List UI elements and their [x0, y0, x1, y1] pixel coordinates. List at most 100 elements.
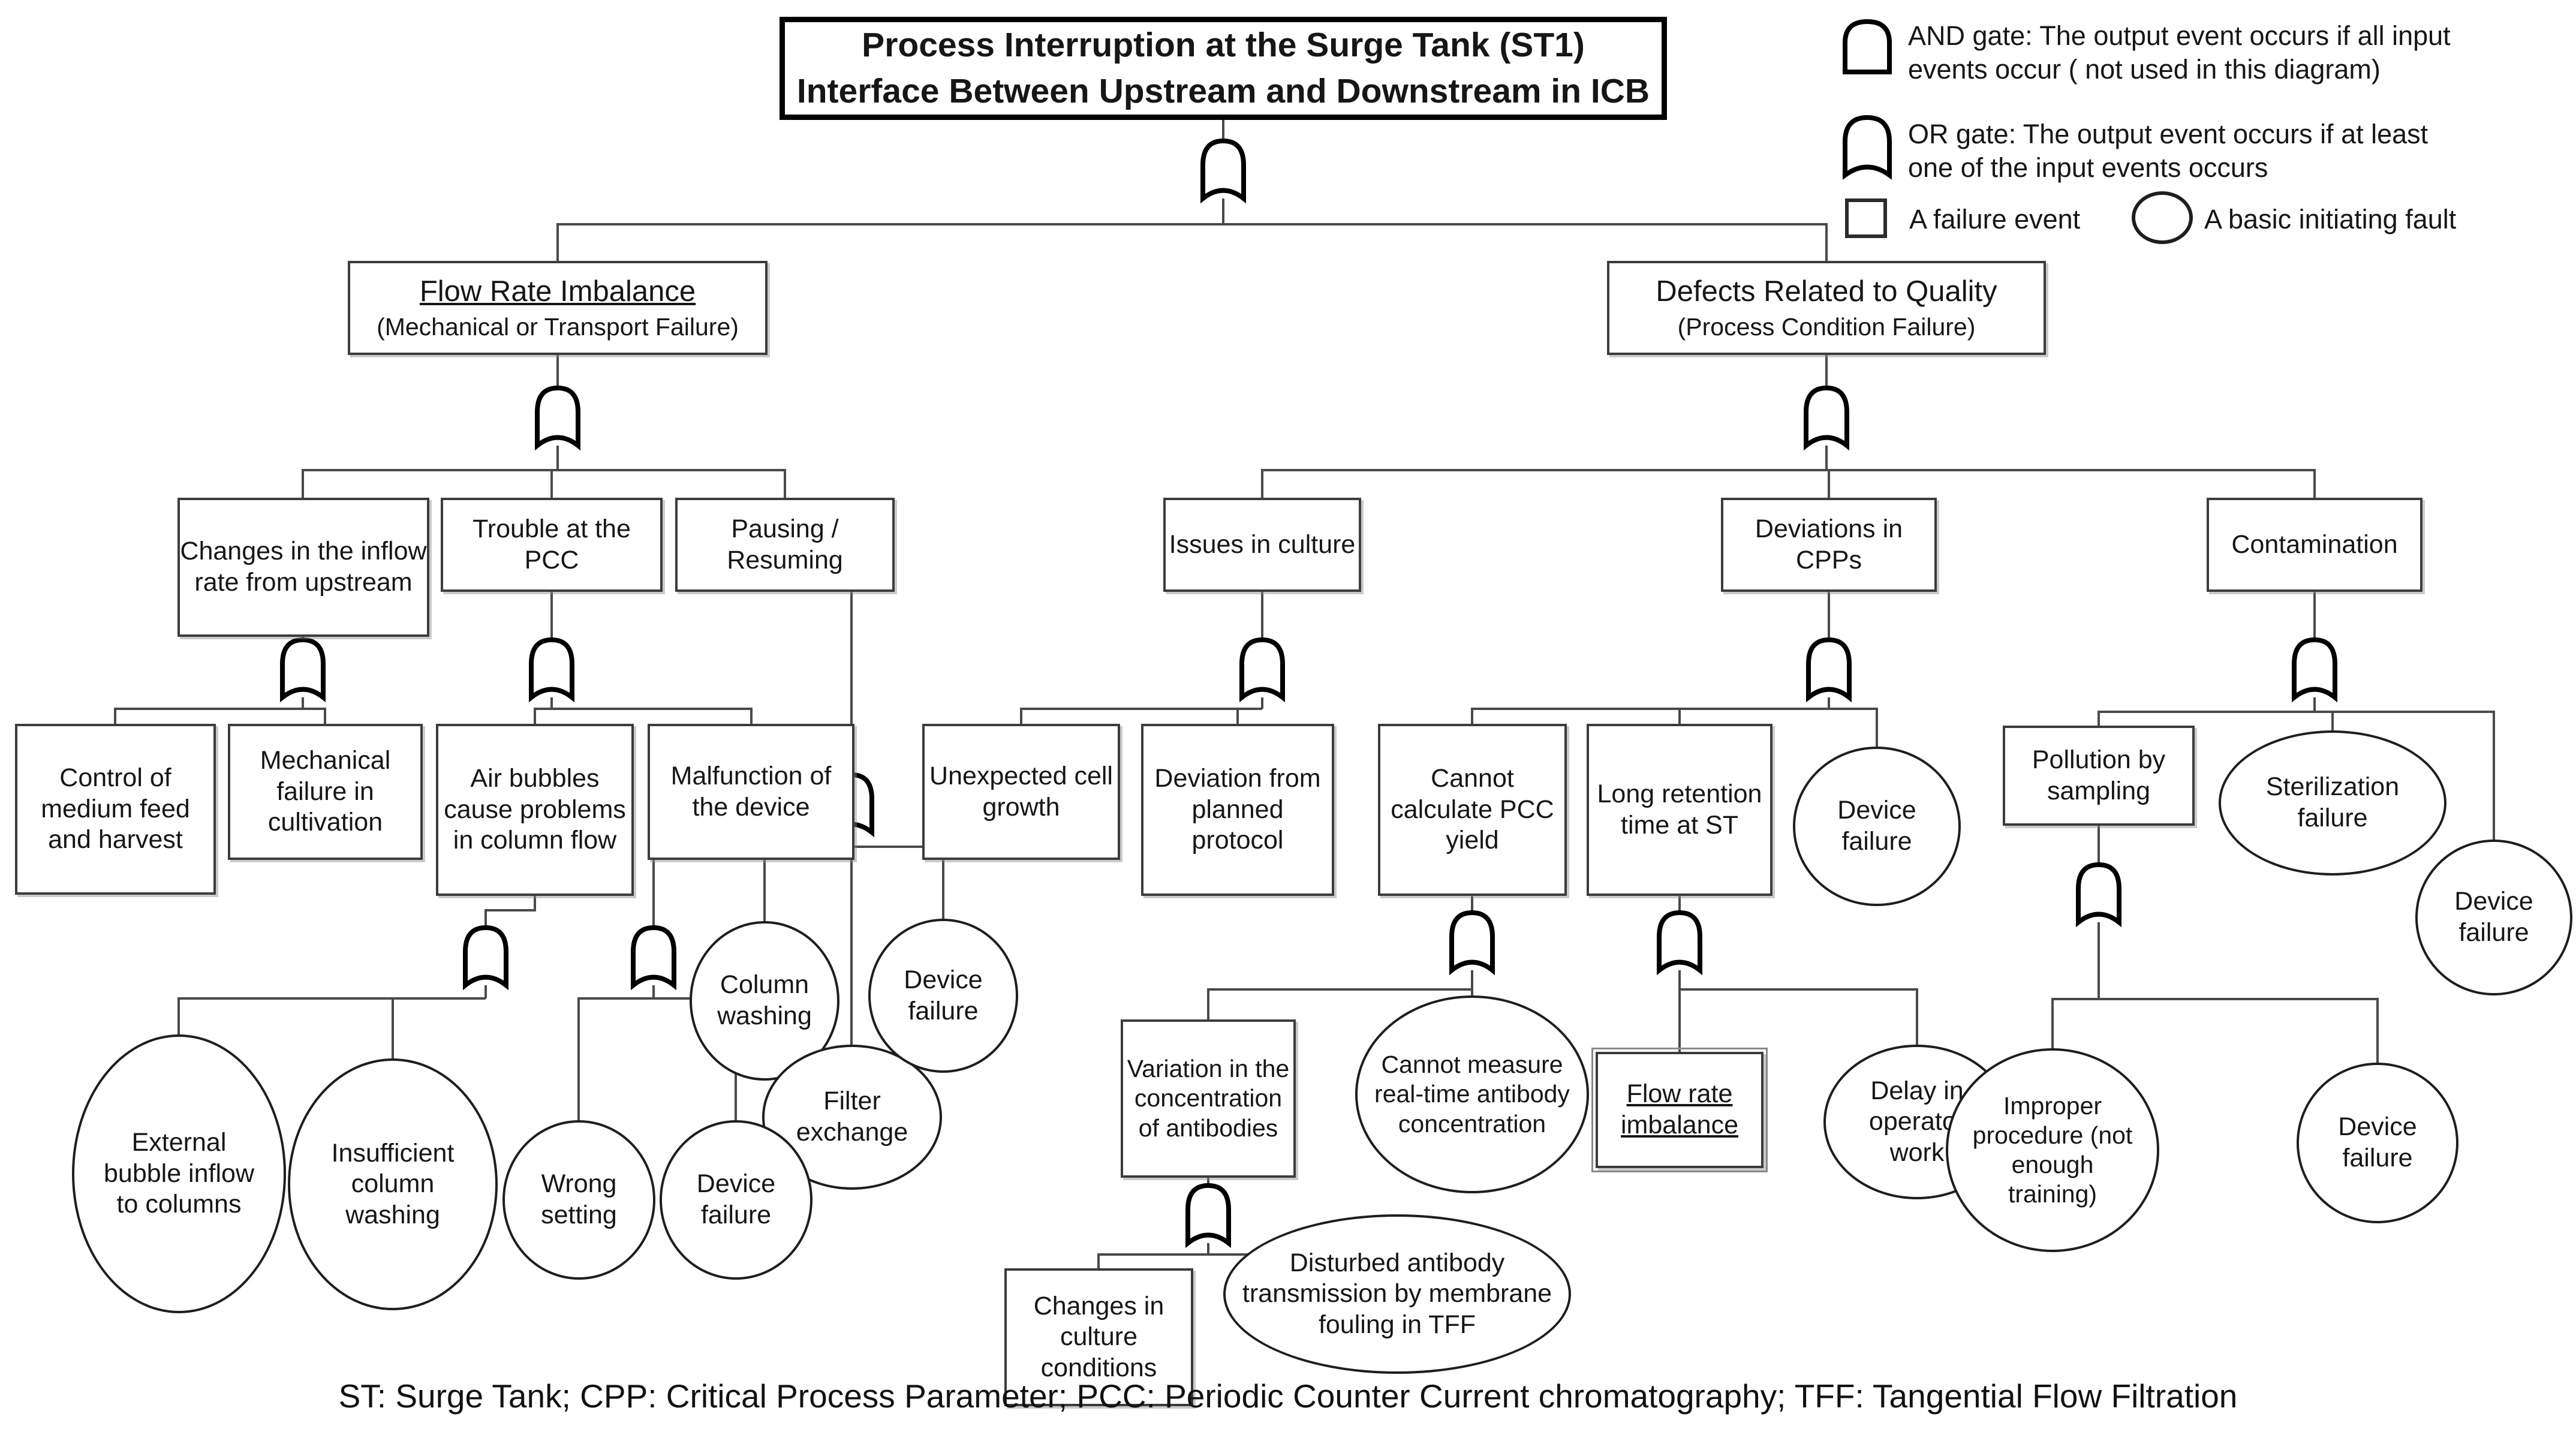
failure-event-icon	[1845, 198, 1887, 238]
node-defects-quality-sublabel: (Process Condition Failure)	[1677, 313, 1976, 341]
node-long-retention-label: Long retention time at ST	[1597, 779, 1762, 840]
top-event-line1: Process Interruption at the Surge Tank (…	[862, 26, 1585, 65]
node-device-failure-malfunction: Device failure	[660, 1120, 812, 1280]
connector-line	[556, 223, 1828, 261]
node-changes-culture: Changes in culture conditions	[1004, 1268, 1193, 1406]
node-device-failure-malfunction-label: Device failure	[696, 1169, 776, 1229]
legend-and-gate-label: AND gate: The output event occurs if all…	[1908, 20, 2451, 85]
node-device-failure-pollution-label: Device failure	[2338, 1112, 2417, 1172]
or-gate-icon	[1843, 115, 1892, 180]
connector-line	[534, 708, 753, 724]
top-event-line2: Interface Between Upstream and Downstrea…	[796, 72, 1650, 110]
basic-fault-icon	[2132, 191, 2193, 244]
node-air-bubbles-label: Air bubbles cause problems in column flo…	[444, 764, 626, 855]
connector-line	[2051, 998, 2379, 1063]
or-gate-icon	[1239, 637, 1285, 703]
node-pollution-sampling: Pollution by sampling	[2003, 726, 2195, 826]
node-column-washing: Column washing	[690, 921, 839, 1081]
node-deviations-cpps: Deviations in CPPs	[1721, 498, 1937, 592]
or-gate-icon	[535, 385, 580, 451]
node-mechanical-failure-label: Mechanical failure in cultivation	[260, 746, 391, 837]
connector-line	[1207, 988, 1472, 1019]
node-improper-procedure-label: Improper procedure (not enough training)	[1972, 1091, 2133, 1208]
node-disturbed-tff-label: Disturbed antibody transmission by membr…	[1242, 1248, 1552, 1339]
node-changes-inflow-label: Changes in the inflow rate from upstream	[180, 537, 427, 597]
node-device-failure-pausing: Device failure	[868, 919, 1018, 1073]
or-gate-icon	[631, 925, 676, 991]
node-device-failure-cpps: Device failure	[1793, 747, 1961, 906]
node-pollution-sampling-label: Pollution by sampling	[2032, 745, 2166, 805]
connector-line	[1680, 988, 1918, 1045]
top-event-box: Process Interruption at the Surge Tank (…	[780, 17, 1667, 120]
or-gate-icon	[463, 925, 508, 991]
connector-line	[177, 997, 486, 1034]
node-flow-rate-imbalance-sublabel: (Mechanical or Transport Failure)	[377, 313, 739, 341]
node-mechanical-failure: Mechanical failure in cultivation	[228, 724, 423, 860]
node-control-medium-label: Control of medium feed and harvest	[41, 763, 190, 855]
node-external-bubble: External bubble inflow to columns	[72, 1034, 286, 1313]
node-flow-rate-transfer-label: Flow rate imbalance	[1621, 1079, 1738, 1139]
node-device-failure-cpps-label: Device failure	[1837, 796, 1916, 856]
node-contamination: Contamination	[2207, 498, 2422, 592]
node-external-bubble-label: External bubble inflow to columns	[103, 1128, 254, 1219]
legend-or-gate-label: OR gate: The output event occurs if at l…	[1908, 119, 2428, 183]
connector-line	[1471, 708, 1878, 747]
node-cannot-pcc-yield: Cannot calculate PCC yield	[1378, 724, 1567, 896]
connector-line	[484, 896, 536, 928]
node-sterilization-failure-label: Sterilization failure	[2265, 772, 2400, 832]
connector-line	[1020, 708, 1262, 724]
or-gate-icon	[529, 637, 574, 703]
node-defects-quality-label: Defects Related to Quality	[1656, 275, 1997, 308]
legend-failure-event-label: A failure event	[1909, 204, 2081, 234]
legend-basic-fault-label: A basic initiating fault	[2204, 204, 2457, 234]
node-deviation-protocol: Deviation from planned protocol	[1141, 724, 1334, 896]
node-malfunction-device: Malfunction of the device	[648, 724, 854, 860]
node-variation-antibodies-label: Variation in the concentration of antibo…	[1127, 1055, 1290, 1142]
node-pausing-resuming: Pausing / Resuming	[675, 498, 895, 592]
node-device-failure-contamination: Device failure	[2415, 840, 2572, 995]
node-insufficient-washing: Insufficient column washing	[288, 1058, 498, 1310]
node-trouble-pcc-label: Trouble at the PCC	[473, 514, 631, 574]
node-flow-rate-imbalance-label: Flow Rate Imbalance	[419, 275, 696, 308]
node-deviation-protocol-label: Deviation from planned protocol	[1154, 764, 1321, 855]
node-wrong-setting-label: Wrong setting	[541, 1169, 617, 1229]
node-air-bubbles: Air bubbles cause problems in column flo…	[436, 724, 634, 896]
node-issues-culture: Issues in culture	[1163, 498, 1361, 592]
or-gate-icon	[280, 637, 326, 703]
node-changes-inflow: Changes in the inflow rate from upstream	[177, 498, 429, 637]
node-flow-rate-imbalance: Flow Rate Imbalance (Mechanical or Trans…	[348, 261, 768, 355]
node-changes-culture-label: Changes in culture conditions	[1033, 1291, 1164, 1382]
node-malfunction-device-label: Malfunction of the device	[670, 761, 832, 822]
node-delay-operator-label: Delay in operator work	[1868, 1076, 1966, 1167]
abbreviation-footnote: ST: Surge Tank; CPP: Critical Process Pa…	[338, 1377, 2238, 1415]
node-deviations-cpps-label: Deviations in CPPs	[1755, 514, 1903, 574]
or-gate-icon	[2076, 862, 2121, 928]
node-contamination-label: Contamination	[2231, 530, 2398, 559]
node-cannot-pcc-yield-label: Cannot calculate PCC yield	[1391, 764, 1554, 855]
node-column-washing-label: Column washing	[717, 970, 812, 1030]
node-long-retention: Long retention time at ST	[1587, 724, 1772, 896]
or-gate-icon	[1657, 910, 1702, 976]
node-cannot-measure: Cannot measure real-time antibody concen…	[1355, 995, 1589, 1193]
node-control-medium: Control of medium feed and harvest	[15, 724, 216, 895]
or-gate-icon	[1449, 910, 1495, 976]
connector-line	[302, 469, 786, 498]
or-gate-icon	[1200, 138, 1246, 204]
node-filter-exchange-label: Filter exchange	[796, 1087, 908, 1147]
or-gate-icon	[1804, 385, 1849, 451]
node-device-failure-pausing-label: Device failure	[904, 965, 983, 1025]
node-insufficient-washing-label: Insufficient column washing	[331, 1138, 455, 1229]
or-gate-icon	[1185, 1183, 1231, 1249]
node-pausing-resuming-label: Pausing / Resuming	[727, 514, 843, 574]
node-unexpected-growth-label: Unexpected cell growth	[929, 761, 1113, 822]
node-wrong-setting: Wrong setting	[502, 1120, 655, 1280]
node-improper-procedure: Improper procedure (not enough training)	[1946, 1048, 2159, 1252]
node-sterilization-failure: Sterilization failure	[2219, 730, 2446, 876]
connector-line	[2097, 711, 2495, 840]
node-disturbed-tff: Disturbed antibody transmission by membr…	[1223, 1214, 1571, 1374]
node-trouble-pcc: Trouble at the PCC	[441, 498, 663, 592]
node-variation-antibodies: Variation in the concentration of antibo…	[1121, 1019, 1296, 1178]
node-flow-rate-transfer: Flow rate imbalance	[1591, 1048, 1768, 1172]
and-gate-icon	[1843, 19, 1892, 74]
